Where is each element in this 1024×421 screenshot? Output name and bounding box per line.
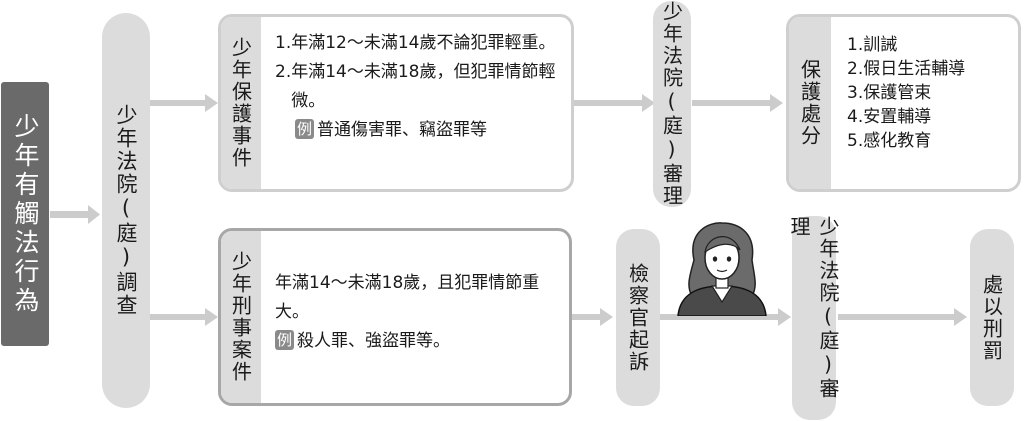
arrowhead-trial-sentence bbox=[954, 308, 967, 326]
sentence-label: 處以刑罰 bbox=[979, 273, 1004, 362]
arrow-investigation-criminal bbox=[150, 314, 207, 320]
prosecutor-figure bbox=[677, 222, 767, 316]
arrow-protection-trial bbox=[574, 100, 644, 106]
arrow-criminal-prosecution bbox=[572, 314, 602, 320]
start-label: 少年有觸法行為 bbox=[11, 112, 40, 316]
arrowhead-investigation-criminal bbox=[205, 308, 218, 326]
arrowhead-protection-trial bbox=[642, 94, 655, 112]
criminal-case-label: 少年刑事案件 bbox=[228, 251, 253, 383]
protection-item-2-text: 年滿14～未滿18歲，但犯罪情節輕微。 bbox=[291, 62, 556, 111]
criminal-example: 例殺人罪、強盜罪等。 bbox=[275, 327, 557, 356]
arrow-trial-sentence bbox=[838, 314, 956, 320]
criminal-case-body: 年滿14～未滿18歲，且犯罪情節重大。 例殺人罪、強盜罪等。 bbox=[261, 231, 569, 403]
trial-bottom-label: 少年法院(庭)審理 bbox=[787, 216, 840, 400]
disposition-body: 1.訓誡 2.假日生活輔導 3.保護管束 4.安置輔導 5.感化教育 bbox=[831, 17, 1018, 189]
investigation-node: 少年法院(庭)調查 bbox=[102, 13, 150, 408]
arrowhead-criminal-prosecution bbox=[600, 308, 613, 326]
disposition-item: 1.訓誡 bbox=[847, 35, 898, 55]
disposition-item: 2.假日生活輔導 bbox=[847, 59, 966, 79]
trial-bottom-node: 少年法院(庭)審理 bbox=[787, 216, 840, 420]
prosecution-node: 檢察官起訴 bbox=[616, 229, 660, 406]
arrow-start-investigation bbox=[50, 211, 90, 218]
arrowhead-investigation-protection bbox=[205, 94, 218, 112]
criminal-case-text: 年滿14～未滿18歲，且犯罪情節重大。 bbox=[275, 273, 540, 322]
protection-case-body: 1. 年滿12～未滿14歲不論犯罪輕重。 2. 年滿14～未滿18歲，但犯罪情節… bbox=[261, 17, 571, 189]
investigation-label: 少年法院(庭)調查 bbox=[114, 104, 138, 317]
disposition-card: 保護處分 1.訓誡 2.假日生活輔導 3.保護管束 4.安置輔導 5.感化教育 bbox=[786, 14, 1021, 192]
protection-item-1-text: 年滿12～未滿14歲不論犯罪輕重。 bbox=[291, 33, 556, 53]
arrow-investigation-protection bbox=[150, 100, 207, 106]
protection-item-1: 1. 年滿12～未滿14歲不論犯罪輕重。 bbox=[275, 29, 559, 58]
protection-example: 例普通傷害罪、竊盜罪等 bbox=[275, 116, 559, 145]
arrow-prosecution-trial bbox=[660, 314, 780, 320]
criminal-case-card: 少年刑事案件 年滿14～未滿18歲，且犯罪情節重大。 例殺人罪、強盜罪等。 bbox=[218, 228, 572, 406]
criminal-case-label-box: 少年刑事案件 bbox=[221, 231, 261, 403]
sentence-node: 處以刑罰 bbox=[970, 229, 1014, 406]
trial-top-node: 少年法院(庭)審理 bbox=[653, 1, 691, 207]
protection-case-label: 少年保護事件 bbox=[228, 37, 253, 169]
disposition-label: 保護處分 bbox=[797, 59, 822, 147]
protection-case-label-box: 少年保護事件 bbox=[221, 17, 261, 189]
protection-example-text: 普通傷害罪、竊盜罪等 bbox=[317, 120, 488, 140]
example-badge: 例 bbox=[275, 330, 295, 350]
arrowhead-prosecution-trial bbox=[778, 308, 791, 326]
disposition-label-box: 保護處分 bbox=[789, 17, 831, 189]
disposition-item: 3.保護管束 bbox=[847, 83, 932, 103]
protection-item-2: 2. 年滿14～未滿18歲，但犯罪情節輕微。 bbox=[275, 58, 559, 116]
disposition-item: 5.感化教育 bbox=[847, 131, 932, 151]
prosecution-label: 檢察官起訴 bbox=[625, 262, 650, 373]
disposition-list: 1.訓誡 2.假日生活輔導 3.保護管束 4.安置輔導 5.感化教育 bbox=[847, 33, 1012, 153]
trial-top-label: 少年法院(庭)審理 bbox=[659, 1, 684, 207]
start-box: 少年有觸法行為 bbox=[1, 82, 49, 346]
protection-case-card: 少年保護事件 1. 年滿12～未滿14歲不論犯罪輕重。 2. 年滿14～未滿18… bbox=[218, 14, 574, 192]
disposition-item: 4.安置輔導 bbox=[847, 107, 932, 127]
arrowhead-start-investigation bbox=[88, 205, 100, 224]
criminal-example-text: 殺人罪、強盜罪等。 bbox=[297, 331, 451, 351]
arrowhead-trial-disposition bbox=[770, 94, 783, 112]
example-badge: 例 bbox=[295, 119, 315, 139]
arrow-trial-disposition bbox=[692, 100, 772, 106]
